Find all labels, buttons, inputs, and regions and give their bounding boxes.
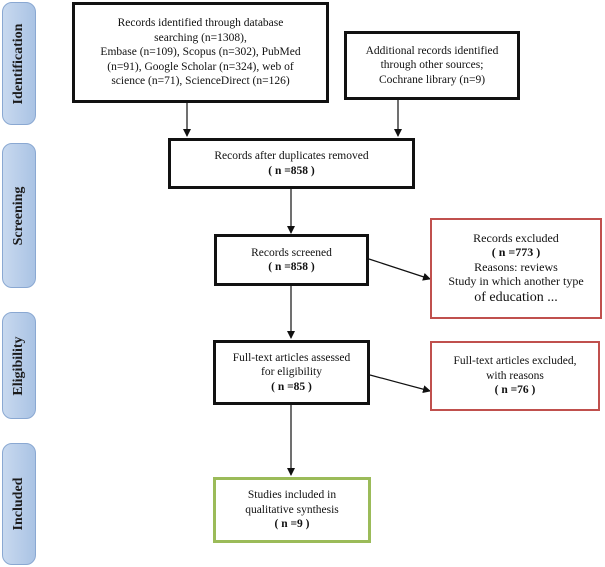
records-excluded-line-5: of education ... — [474, 289, 558, 305]
phase-included: Included — [2, 443, 36, 565]
arrow-fulltext-to-excluded — [369, 374, 431, 394]
phase-screening: Screening — [2, 143, 36, 288]
additional-records-line-3: Cochrane library (n=9) — [378, 73, 486, 86]
after-duplicates-line-1: Records after duplicates removed — [214, 150, 369, 162]
database-records-box: Records identified through database sear… — [72, 2, 329, 103]
studies-included-box: Studies included in qualitative synthesi… — [213, 477, 371, 543]
fulltext-assessed-line-1: Full-text articles assessed — [232, 351, 351, 364]
fulltext-excluded-line-1: Full-text articles excluded, — [453, 355, 577, 368]
fulltext-assessed-box: Full-text articles assessed for eligibil… — [213, 340, 370, 405]
after-duplicates-count: ( n =858 ) — [268, 164, 315, 177]
database-records-line-5: science (n=71), ScienceDirect (n=126) — [111, 75, 290, 88]
screened-line-1: Records screened — [251, 246, 332, 259]
records-excluded-box: Records excluded ( n =773 ) Reasons: rev… — [430, 218, 602, 319]
studies-included-count: ( n =9 ) — [274, 518, 310, 531]
database-records-line-1: Records identified through database — [117, 17, 284, 30]
additional-records-line-2: through other sources; — [380, 59, 484, 72]
studies-included-line-2: qualitative synthesis — [245, 503, 339, 516]
screened-count: ( n =858 ) — [268, 261, 315, 273]
records-excluded-count: ( n =773 ) — [491, 245, 541, 259]
fulltext-excluded-box: Full-text articles excluded, with reason… — [430, 341, 600, 411]
arrow-screened-to-excluded — [368, 258, 431, 281]
fulltext-excluded-line-2: with reasons — [486, 369, 544, 382]
records-excluded-line-1: Records excluded — [473, 230, 559, 245]
database-records-line-2: searching (n=1308), — [154, 31, 247, 44]
records-excluded-line-4: Study in which another type — [448, 274, 584, 288]
records-excluded-line-3: Reasons: reviews — [474, 259, 558, 274]
phase-eligibility: Eligibility — [2, 312, 36, 419]
screened-box: Records screened ( n =858 ) — [214, 234, 369, 286]
additional-records-box: Additional records identified through ot… — [344, 31, 520, 100]
database-records-line-3: Embase (n=109), Scopus (n=302), PubMed — [100, 46, 301, 59]
fulltext-assessed-count: ( n =85 ) — [271, 380, 312, 393]
database-records-line-4: (n=91), Google Scholar (n=324), web of — [107, 60, 294, 73]
additional-records-line-1: Additional records identified — [365, 44, 499, 57]
fulltext-assessed-line-2: for eligibility — [260, 366, 322, 379]
studies-included-line-1: Studies included in — [247, 489, 337, 502]
after-duplicates-box: Records after duplicates removed ( n =85… — [168, 138, 415, 189]
fulltext-excluded-count: ( n =76 ) — [494, 384, 536, 397]
phase-identification: Identification — [2, 2, 36, 125]
